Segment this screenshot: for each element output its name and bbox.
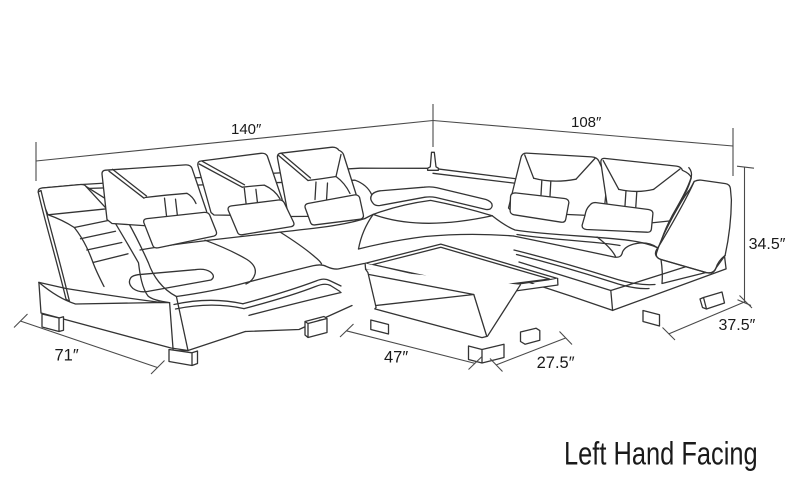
svg-text:47″: 47″ [384, 349, 408, 367]
svg-text:34.5″: 34.5″ [749, 236, 786, 253]
svg-text:27.5″: 27.5″ [537, 354, 575, 372]
svg-text:Left Hand Facing: Left Hand Facing [564, 437, 758, 472]
svg-text:108″: 108″ [571, 114, 602, 131]
svg-text:71″: 71″ [55, 347, 79, 365]
svg-text:37.5″: 37.5″ [719, 317, 756, 334]
svg-text:140″: 140″ [231, 121, 262, 138]
